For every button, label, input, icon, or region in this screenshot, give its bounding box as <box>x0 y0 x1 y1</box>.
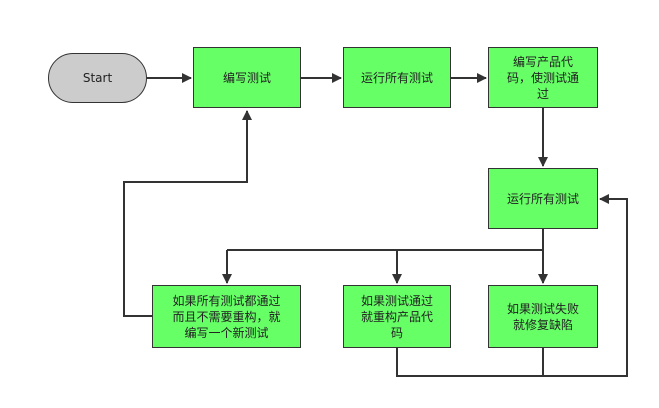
run-all-tests-node-1: 运行所有测试 <box>343 47 451 108</box>
edge-loop-back-to-write-test <box>123 110 252 317</box>
pass-no-refactor-node: 如果所有测试都通过 而且不需要重构，就 编写一个新测试 <box>152 285 301 348</box>
write-product-code-node: 编写产品代 码，使测试通 过 <box>488 47 598 108</box>
write-test-node: 编写测试 <box>193 47 301 108</box>
start-node: Start <box>48 53 147 103</box>
run-all-tests-node-2: 运行所有测试 <box>488 168 598 229</box>
fail-fix-node: 如果测试失败 就修复缺陷 <box>488 285 598 348</box>
edge-loop-mid-to-run-all-2 <box>396 194 628 377</box>
pass-refactor-node: 如果测试通过 就重构产品代 码 <box>343 285 451 348</box>
